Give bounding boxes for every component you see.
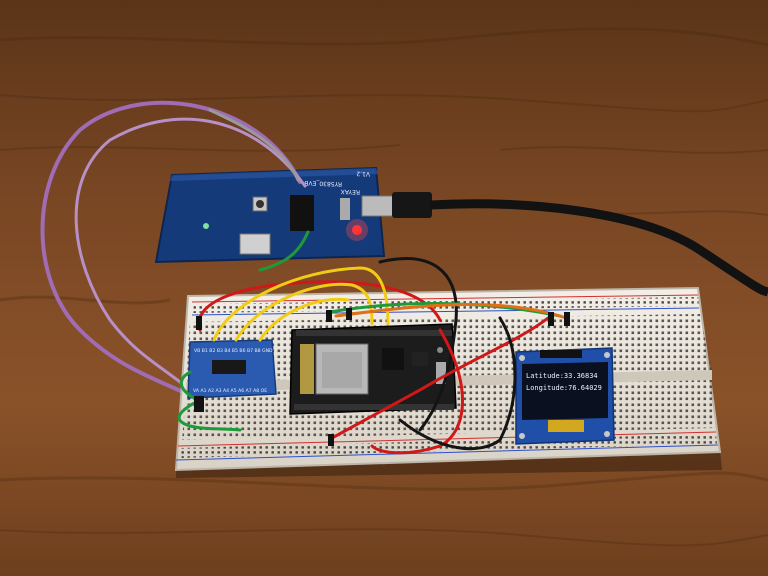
breadboard-jumper-wires [177, 257, 568, 455]
oled-latitude-text: Latitude:33.36834 [526, 372, 598, 380]
gps-label-version: V1.2 [356, 170, 370, 177]
nodemcu-board [289, 323, 457, 415]
gps-label-model: RY5830_EVB [304, 179, 342, 187]
gps-label-brand: REYAX [341, 188, 361, 196]
gps-module-board: RY5830_EVB REYAX V1.2 [154, 166, 386, 264]
oled-display-board: Latitude:33.36834 Longitude:76.64029 [515, 347, 615, 445]
oled-screen [522, 362, 608, 420]
gps-chip [239, 233, 271, 255]
wire-connector-ends [194, 308, 570, 446]
gps-jumper-wires [40, 100, 310, 402]
shifter-pins-top: VB B1 B2 B3 B4 B5 B6 B7 B8 GND [194, 348, 273, 354]
usb-cable [361, 192, 768, 297]
gps-pin-header [290, 195, 314, 231]
shifter-pins-bottom: VA A1 A2 A3 A4 A5 A6 A7 A8 OE [193, 388, 267, 394]
level-shifter-board: VB B1 B2 B3 B4 B5 B6 B7 B8 GND VA A1 A2 … [187, 339, 277, 399]
wifi-antenna [300, 344, 314, 394]
oled-longitude-text: Longitude:76.64029 [526, 384, 602, 392]
gps-power-led [352, 225, 362, 235]
